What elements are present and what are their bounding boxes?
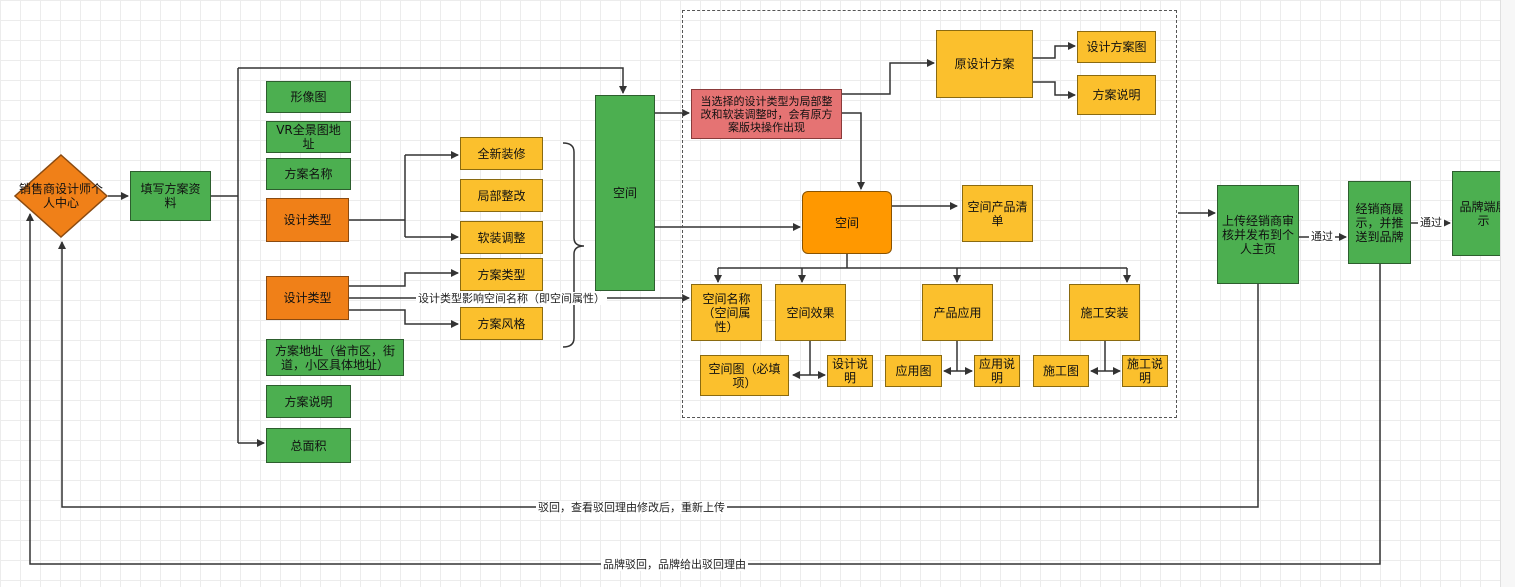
partial-renovation-node[interactable]: 局部整改 — [460, 179, 543, 212]
vertical-scrollbar[interactable] — [1500, 0, 1515, 587]
design-type-node-2[interactable]: 设计类型 — [266, 276, 349, 320]
plan-name-node[interactable]: 方案名称 — [266, 158, 351, 190]
application-image-node[interactable]: 应用图 — [885, 355, 942, 387]
influence-label: 设计类型影响空间名称（即空间属性） — [416, 292, 607, 305]
plan-style-node[interactable]: 方案风格 — [460, 307, 543, 340]
upload-review-node[interactable]: 上传经销商审核并发布到个人主页 — [1217, 185, 1299, 284]
space-image-node[interactable]: 空间图（必填项） — [700, 355, 789, 396]
fill-info-node[interactable]: 填写方案资料 — [130, 171, 211, 221]
plan-explain-node[interactable]: 方案说明 — [1077, 75, 1156, 115]
start-node-label: 销售商设计师个人中心 — [18, 182, 103, 210]
application-explain-node[interactable]: 应用说明 — [974, 355, 1020, 387]
space-name-node[interactable]: 空间名称（空间属性） — [691, 284, 762, 341]
full-renovation-node[interactable]: 全新装修 — [460, 137, 543, 170]
vr-address-node[interactable]: VR全景图地址 — [266, 121, 351, 153]
reject-dealer-label: 驳回，查看驳回理由修改后，重新上传 — [536, 501, 727, 514]
design-explain-node[interactable]: 设计说明 — [827, 355, 873, 387]
original-plan-node[interactable]: 原设计方案 — [936, 30, 1033, 98]
construction-explain-node[interactable]: 施工说明 — [1122, 355, 1168, 387]
reject-brand-label: 品牌驳回，品牌给出驳回理由 — [601, 558, 748, 571]
total-area-node[interactable]: 总面积 — [266, 428, 351, 463]
start-node[interactable]: 销售商设计师个人中心 — [14, 154, 108, 238]
space-green-node[interactable]: 空间 — [595, 95, 655, 291]
dealer-display-node[interactable]: 经销商展示，并推送到品牌 — [1348, 181, 1411, 264]
construction-install-node[interactable]: 施工安装 — [1069, 284, 1140, 341]
product-application-node[interactable]: 产品应用 — [922, 284, 993, 341]
space-effect-node[interactable]: 空间效果 — [775, 284, 846, 341]
condition-note-node[interactable]: 当选择的设计类型为局部整改和软装调整时，会有原方案版块操作出现 — [691, 89, 842, 139]
diamond-shape — [14, 154, 108, 238]
space-product-list-node[interactable]: 空间产品清单 — [962, 185, 1033, 242]
plan-type-node[interactable]: 方案类型 — [460, 258, 543, 291]
design-type-node-1[interactable]: 设计类型 — [266, 198, 349, 242]
plan-address-node[interactable]: 方案地址（省市区，街道，小区具体地址） — [266, 339, 404, 376]
space-detail-group — [682, 10, 1177, 418]
soft-decor-node[interactable]: 软装调整 — [460, 221, 543, 254]
space-orange-node[interactable]: 空间 — [802, 191, 892, 254]
plan-desc-node[interactable]: 方案说明 — [266, 385, 351, 418]
pass-label-2: 通过 — [1418, 216, 1444, 229]
design-plan-image-node[interactable]: 设计方案图 — [1077, 31, 1156, 63]
construction-image-node[interactable]: 施工图 — [1033, 355, 1089, 387]
pass-label-1: 通过 — [1309, 230, 1335, 243]
image-chart-node[interactable]: 形像图 — [266, 81, 351, 113]
